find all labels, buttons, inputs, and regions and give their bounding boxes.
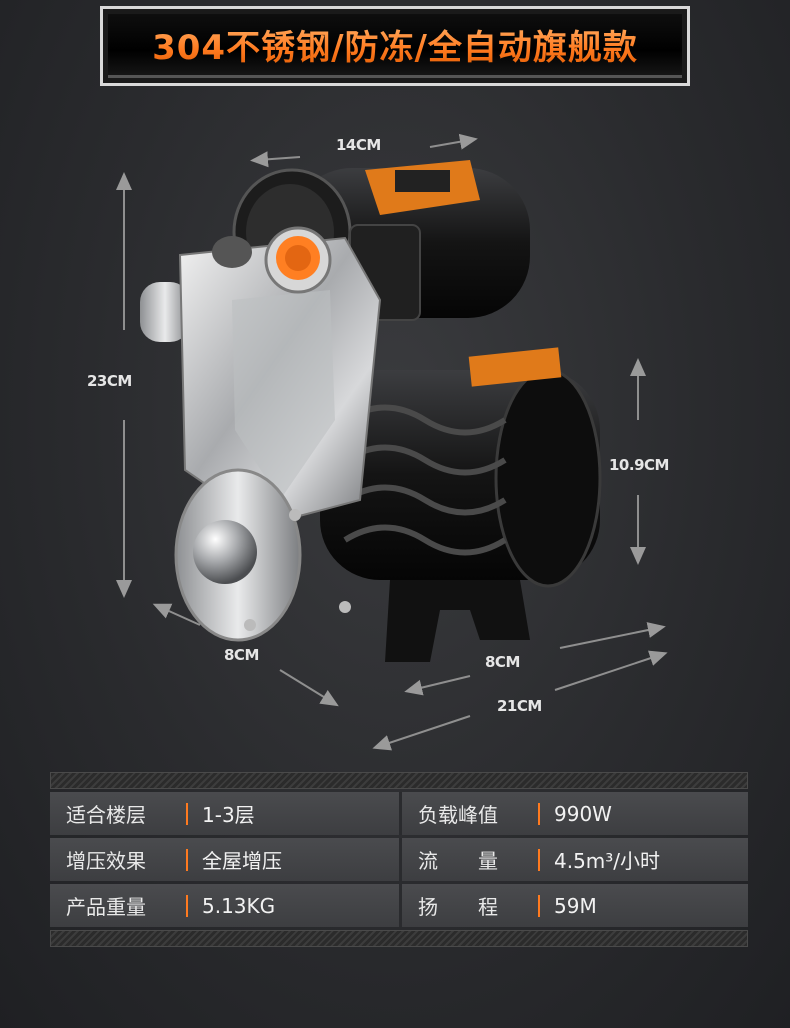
spec-cell: 负载峰值 990W xyxy=(399,792,748,835)
spec-table-bottom-border xyxy=(50,930,748,947)
spec-cell: 增压效果 全屋增压 xyxy=(50,838,399,881)
dim-label-depth-inlet: 8CM xyxy=(224,646,259,664)
dim-label-height-motor: 10.9CM xyxy=(609,456,669,474)
dim-label-height-total: 23CM xyxy=(87,372,132,390)
spec-separator xyxy=(186,848,188,871)
spec-value: 990W xyxy=(554,801,612,826)
spec-key: 扬 程 xyxy=(418,895,498,919)
spec-row: 适合楼层 1-3层 负载峰值 990W xyxy=(50,792,748,835)
spec-cell: 扬 程 59M xyxy=(399,884,748,927)
spec-key: 流 量 xyxy=(418,849,498,873)
spec-cell: 适合楼层 1-3层 xyxy=(50,792,399,835)
spec-table: 适合楼层 1-3层 负载峰值 990W 增压效果 全屋增压 流 量 4.5m³/… xyxy=(50,772,748,955)
spec-separator xyxy=(186,894,188,917)
spec-cell: 流 量 4.5m³/小时 xyxy=(399,838,748,881)
spec-row: 产品重量 5.13KG 扬 程 59M xyxy=(50,884,748,927)
spec-value: 1-3层 xyxy=(202,803,255,827)
lower-motor xyxy=(320,347,602,662)
spec-separator xyxy=(538,802,540,825)
spec-value: 4.5m³/小时 xyxy=(554,849,661,873)
title-banner-inner: 304不锈钢/防冻/全自动旗舰款 xyxy=(108,14,682,78)
banner-title: 304不锈钢/防冻/全自动旗舰款 xyxy=(152,20,638,69)
spec-value: 全屋增压 xyxy=(202,849,282,873)
dimension-lines xyxy=(116,133,668,751)
spec-separator xyxy=(538,848,540,871)
spec-key: 负载峰值 xyxy=(418,803,498,827)
spec-key: 增压效果 xyxy=(66,849,146,873)
spec-separator xyxy=(186,802,188,825)
spec-key: 适合楼层 xyxy=(66,803,146,827)
spec-key: 产品重量 xyxy=(66,895,146,919)
stainless-pump-head xyxy=(140,226,382,642)
spec-cell: 产品重量 5.13KG xyxy=(50,884,399,927)
dim-label-width-top: 14CM xyxy=(336,136,381,154)
product-illustration xyxy=(116,133,668,751)
dim-label-length-total: 21CM xyxy=(497,697,542,715)
spec-row: 增压效果 全屋增压 流 量 4.5m³/小时 xyxy=(50,838,748,881)
spec-separator xyxy=(538,894,540,917)
title-banner: 304不锈钢/防冻/全自动旗舰款 xyxy=(100,6,690,86)
spec-value: 59M xyxy=(554,893,597,918)
spec-value: 5.13KG xyxy=(202,893,276,918)
spec-table-top-border xyxy=(50,772,748,789)
dim-label-depth-motor: 8CM xyxy=(485,653,520,671)
